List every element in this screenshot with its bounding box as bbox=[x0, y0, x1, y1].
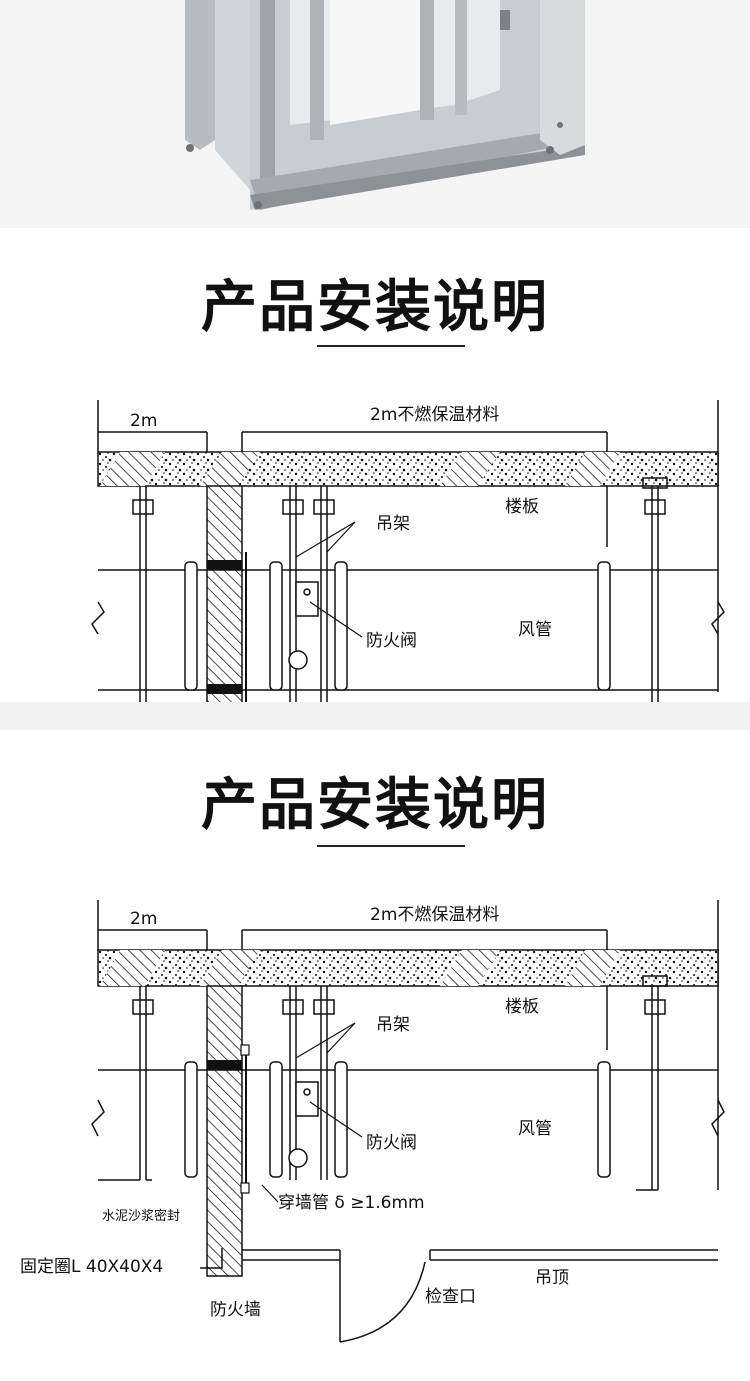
fixing-ring-label: 固定圈L 40X40X4 bbox=[20, 1257, 163, 1277]
wall-sleeve-label: 穿墙管 δ ≥1.6mm bbox=[278, 1193, 425, 1213]
section-title: 产品安装说明 bbox=[201, 275, 549, 340]
install-diagram: 2m 2m不燃保温材料 楼板 吊架 bbox=[0, 890, 750, 1377]
air-duct-label: 风管 bbox=[518, 1119, 552, 1139]
fire-wall-label: 防火墙 bbox=[210, 1300, 261, 1320]
floor-slab-label: 楼板 bbox=[505, 497, 539, 517]
product-photo bbox=[0, 0, 750, 228]
dim-left-label: 2m bbox=[130, 909, 157, 929]
fire-damper-label: 防火阀 bbox=[366, 631, 417, 651]
hanger-label: 吊架 bbox=[376, 1015, 410, 1035]
dim-left-label: 2m bbox=[130, 411, 157, 431]
air-duct-label: 风管 bbox=[518, 620, 552, 640]
install-diagram-partial: 2m 2m不燃保温材料 楼板 吊架 bbox=[0, 392, 750, 731]
hanger-label: 吊架 bbox=[376, 514, 410, 534]
ceiling-label: 吊顶 bbox=[535, 1268, 569, 1288]
section-title: 产品安装说明 bbox=[201, 773, 549, 838]
dim-right-label: 2m不燃保温材料 bbox=[370, 405, 499, 425]
dim-right-label: 2m不燃保温材料 bbox=[370, 905, 499, 925]
mortar-seal-label: 水泥沙浆密封 bbox=[102, 1208, 180, 1224]
title-underline bbox=[317, 345, 465, 347]
access-opening-label: 检查口 bbox=[425, 1287, 476, 1307]
floor-slab-label: 楼板 bbox=[505, 997, 539, 1017]
title-underline bbox=[317, 845, 465, 847]
fire-damper-label: 防火阀 bbox=[366, 1133, 417, 1153]
